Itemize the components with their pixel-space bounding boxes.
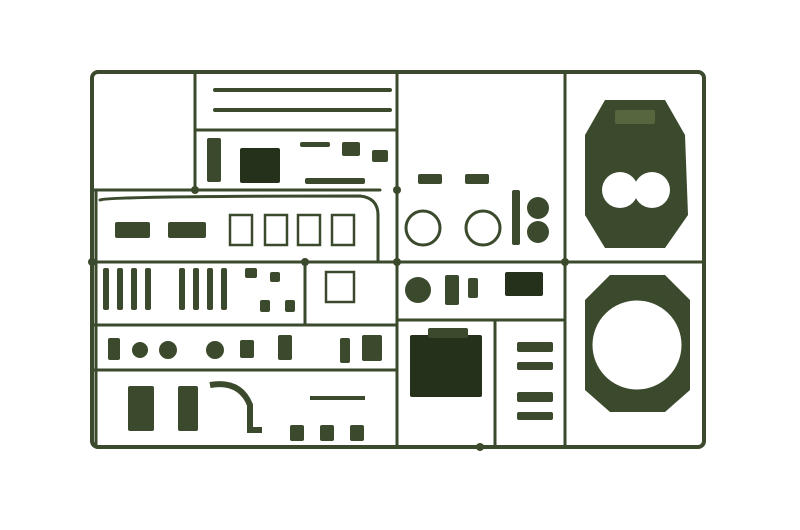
window-frame-part <box>263 213 289 247</box>
turret-top-part <box>585 100 688 248</box>
round-part <box>206 341 224 359</box>
wheel-ring-part <box>404 209 442 247</box>
part <box>517 392 553 402</box>
pipe-part <box>512 190 520 245</box>
pin-part <box>117 268 123 310</box>
part <box>108 338 120 360</box>
window-frame-part <box>296 213 322 247</box>
plate-part <box>362 335 382 361</box>
mantlet-part <box>615 110 655 124</box>
pin-part <box>221 268 227 310</box>
sprue-frame <box>90 70 706 449</box>
part <box>468 278 478 298</box>
part <box>290 425 304 441</box>
gate-nub <box>393 186 401 194</box>
grille-part <box>240 148 280 183</box>
hatch-part <box>115 222 150 238</box>
gun-part <box>505 272 543 296</box>
window-frame-part <box>228 213 254 247</box>
gate-nub <box>393 258 401 266</box>
hatch-hole <box>634 172 670 208</box>
part <box>278 335 292 360</box>
bracket-part <box>178 386 198 431</box>
bar-part <box>300 142 330 147</box>
part <box>260 300 270 312</box>
part <box>270 272 280 282</box>
part <box>517 412 553 420</box>
box-part <box>342 142 360 156</box>
engine-top-part <box>428 328 468 338</box>
part <box>445 275 459 305</box>
bar-part <box>305 178 365 184</box>
engine-deck-part <box>410 335 482 397</box>
part <box>340 338 350 363</box>
gate-nub <box>476 443 484 451</box>
box-frame-part <box>324 270 356 304</box>
part <box>350 425 364 441</box>
drum-part <box>527 197 549 219</box>
hatch-part <box>168 222 206 238</box>
bracket-part <box>128 386 154 431</box>
pin-part <box>103 268 109 310</box>
disc-part <box>405 277 431 303</box>
drum-part <box>527 221 549 243</box>
track-part <box>207 138 221 182</box>
gate-nub <box>88 258 96 266</box>
turret-ring <box>589 297 685 393</box>
part <box>320 425 334 441</box>
part <box>240 340 254 358</box>
hatch-hole <box>602 172 638 208</box>
gate-nub <box>301 258 309 266</box>
pin-part <box>193 268 199 310</box>
part <box>517 362 553 370</box>
window-frame-part <box>330 213 356 247</box>
small-part <box>372 150 388 162</box>
part <box>517 342 553 352</box>
curved-runner <box>98 194 380 264</box>
sprue-parts <box>88 100 690 451</box>
gate-nub <box>561 258 569 266</box>
part <box>245 268 257 278</box>
part <box>285 300 295 312</box>
part <box>465 174 489 184</box>
gate-nub <box>191 186 199 194</box>
wheel-ring-part <box>464 209 502 247</box>
pin-part <box>145 268 151 310</box>
round-part <box>159 341 177 359</box>
arm-part <box>209 381 262 433</box>
part <box>418 174 442 184</box>
pin-part <box>179 268 185 310</box>
turret-opening <box>591 299 683 391</box>
pin-part <box>131 268 137 310</box>
pin-part <box>207 268 213 310</box>
round-part <box>132 342 148 358</box>
